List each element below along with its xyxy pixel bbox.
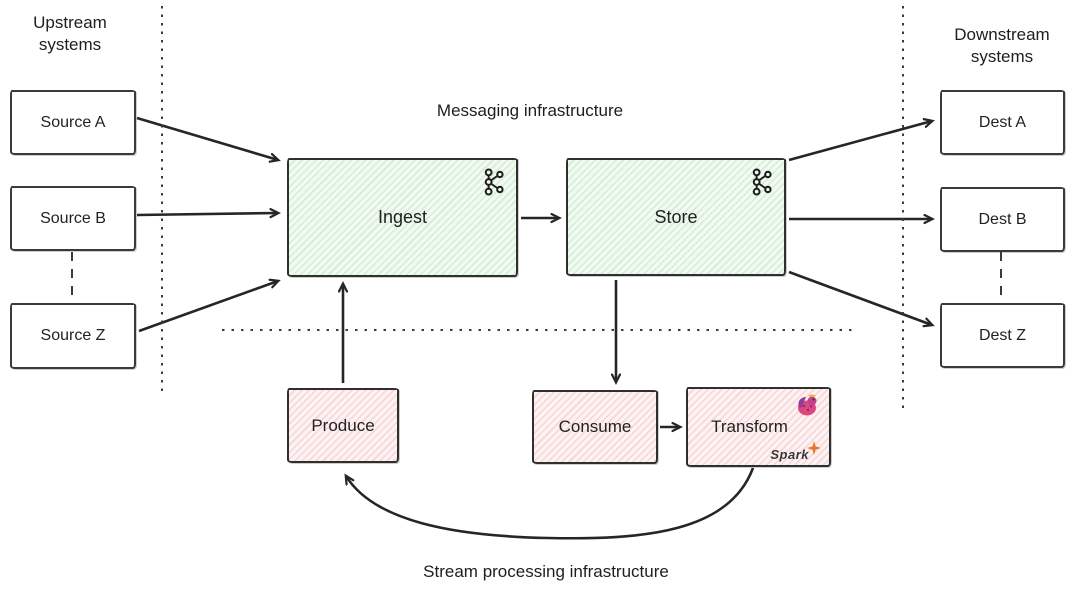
arrow-store-to-dest-z — [788, 270, 932, 325]
store-box: Store — [566, 158, 786, 276]
source-b-box: Source B — [10, 186, 136, 251]
ingest-box: Ingest — [287, 158, 518, 277]
dest-b-box: Dest B — [940, 187, 1065, 252]
dest-b-label: Dest B — [978, 210, 1027, 228]
source-z-label: Source Z — [40, 327, 106, 344]
upstream-systems-label: Upstream systems — [33, 13, 107, 55]
spark-logo-text: Spark — [770, 447, 809, 462]
spark-star-icon — [807, 441, 821, 455]
spark-logo: Spark — [770, 441, 821, 462]
dest-z-label: Dest Z — [978, 326, 1027, 344]
source-z-box: Source Z — [10, 303, 136, 369]
downstream-systems-label: Downstream systems — [954, 25, 1050, 67]
arrow-source-z-to-ingest — [138, 281, 278, 333]
stream-processing-infrastructure-label: Stream processing infrastructure — [423, 562, 669, 581]
arrow-source-a-to-ingest — [136, 116, 278, 160]
kafka-icon — [752, 168, 772, 196]
consume-label: Consume — [558, 417, 632, 436]
arrow-source-b-to-ingest — [136, 213, 278, 215]
source-b-label: Source B — [40, 209, 106, 227]
transform-label: Transform — [711, 417, 788, 436]
produce-label: Produce — [311, 415, 375, 435]
produce-box: Produce — [287, 388, 399, 463]
consume-box: Consume — [532, 390, 658, 464]
dest-z-box: Dest Z — [940, 303, 1065, 368]
dest-a-box: Dest A — [940, 90, 1065, 155]
source-a-label: Source A — [40, 113, 106, 131]
arrow-transform-to-produce — [346, 467, 755, 540]
dest-a-label: Dest A — [978, 113, 1027, 131]
store-label: Store — [654, 206, 698, 227]
arrow-store-to-dest-a — [788, 121, 932, 162]
source-a-box: Source A — [10, 90, 136, 155]
ingest-label: Ingest — [377, 207, 428, 227]
transform-box: Transform Spark — [686, 387, 831, 467]
kafka-icon — [484, 168, 504, 196]
messaging-infrastructure-label: Messaging infrastructure — [436, 101, 624, 120]
flink-squirrel-icon — [798, 394, 817, 416]
